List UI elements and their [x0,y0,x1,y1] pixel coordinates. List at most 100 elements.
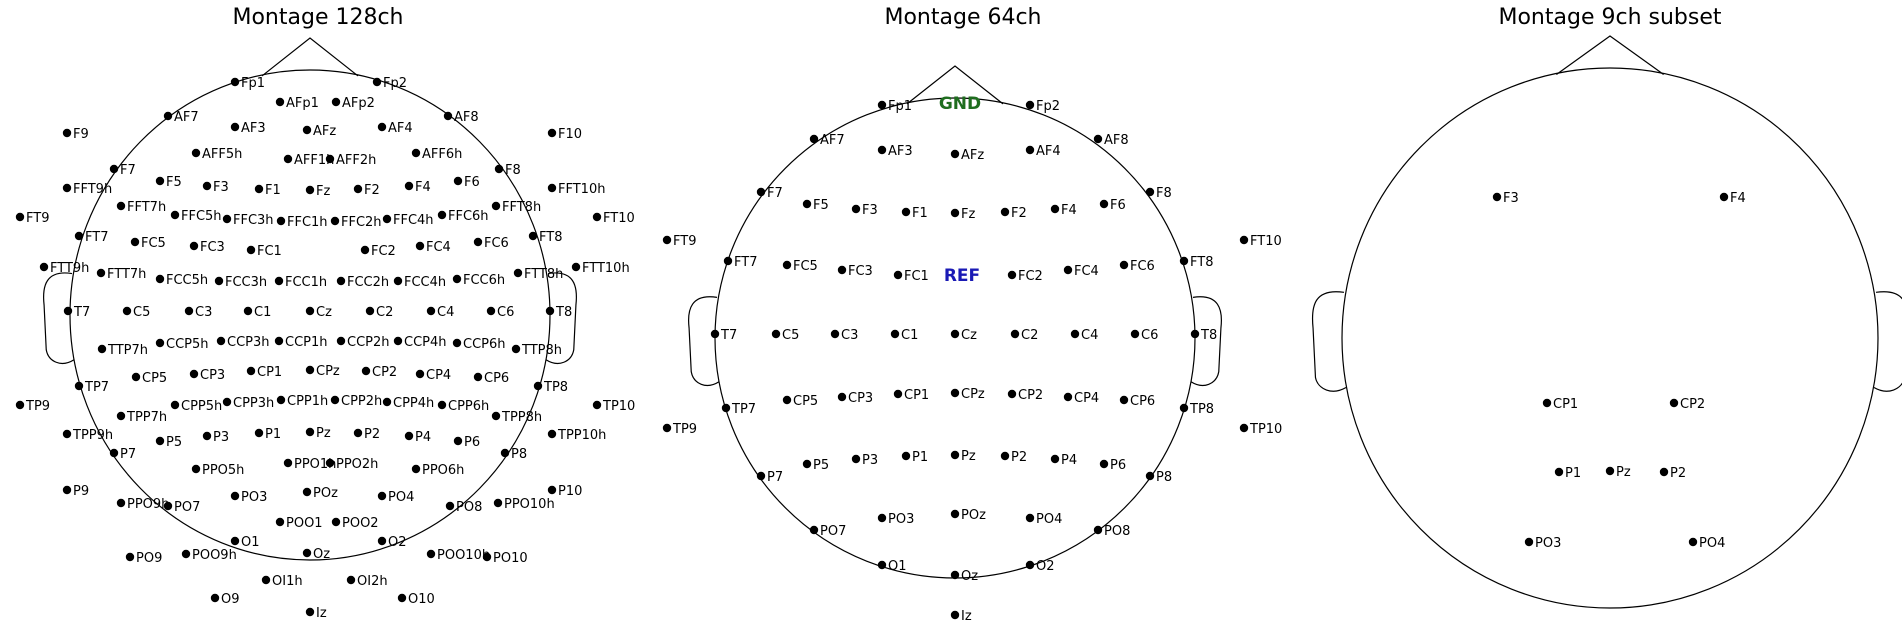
electrode-dot [877,513,887,523]
electrode-label: PO3 [888,512,914,527]
electrode-dot [721,403,731,413]
electrode-label: Fz [961,207,975,222]
electrode-label: F3 [862,203,878,218]
electrode-dot [1099,459,1109,469]
electrode-label: FFC5h [181,209,222,224]
electrode-dot [202,431,212,441]
electrode-dot [452,274,462,284]
electrode-label: PO7 [174,500,200,515]
electrode-label: F10 [558,127,582,142]
electrode-label: TTP7h [107,343,148,358]
electrode-dot [39,262,49,272]
electrode-label: PO4 [1699,536,1725,551]
electrode-dot [230,77,240,87]
electrode-dot [1605,466,1615,476]
electrode-dot [330,216,340,226]
electrode-dot [1239,235,1249,245]
electrode-label: T7 [720,328,737,343]
electrode-dot [377,122,387,132]
electrode-label: O1 [241,535,260,550]
electrode-label: PPO10h [504,497,555,512]
electrode-label: CCP1h [285,335,328,350]
electrode-dot [274,336,284,346]
electrode-dot [365,306,375,316]
electrode-dot [1025,560,1035,570]
electrode-label: FCC1h [285,275,327,290]
electrode-dot [130,237,140,247]
electrode-label: CCP6h [463,337,506,352]
electrode-label: CCP2h [347,335,390,350]
electrode-label: Fp2 [383,76,407,91]
electrode-dot [893,389,903,399]
electrode-label: C5 [133,305,150,320]
electrode-dot [662,423,672,433]
electrode-dot [756,471,766,481]
electrode-dot [453,436,463,446]
electrode-label: P3 [862,453,878,468]
electrode-label: FC4 [426,240,451,255]
electrode-label: C3 [195,305,212,320]
electrode-label: FC6 [1130,259,1155,274]
electrode-dot [453,176,463,186]
electrode-label: P7 [767,470,783,485]
nose [906,65,1004,105]
electrode-label: T7 [73,305,90,320]
electrode-dot [547,183,557,193]
electrode-label: P1 [1565,466,1581,481]
electrode-label: CCP4h [404,335,447,350]
electrode-dot [1688,537,1698,547]
electrode-dot [950,570,960,580]
electrode-dot [662,235,672,245]
electrode-label: FFT7h [127,200,166,215]
electrode-dot [393,276,403,286]
electrode-label: FFT10h [558,182,605,197]
electrode-dot [109,448,119,458]
electrode-dot [452,338,462,348]
electrode-dot [710,329,720,339]
electrode-dot [181,549,191,559]
electrode-label: TPP8h [501,410,542,425]
electrode-label: Oz [313,547,330,562]
electrode-dot [330,395,340,405]
reference-marker-label: GND [939,94,981,114]
electrode-dot [901,207,911,217]
electrode-dot [305,185,315,195]
electrode-dot [189,369,199,379]
electrode-label: PO8 [456,500,482,515]
electrode-dot [426,549,436,559]
electrode-label: AFp1 [286,96,319,111]
electrode-dot [1542,398,1552,408]
electrode-dot [305,365,315,375]
left-ear [1311,291,1347,392]
electrode-label: CPP3h [233,396,274,411]
electrode-dot [305,306,315,316]
electrode-dot [890,329,900,339]
electrode-dot [210,593,220,603]
electrode-label: F7 [767,186,783,201]
electrode-label: FCC3h [225,275,267,290]
electrode-dot [426,306,436,316]
electrode-dot [202,181,212,191]
electrode-dot [372,77,382,87]
electrode-label: TP9 [672,422,697,437]
panel-title-128: Montage 128ch [232,5,403,30]
electrode-dot [1007,270,1017,280]
electrode-dot [950,388,960,398]
electrode-label: C1 [901,328,918,343]
electrode-label: F4 [1061,203,1077,218]
right-ear [1873,291,1902,392]
electrode-dot [1063,265,1073,275]
electrode-label: FC2 [1018,269,1043,284]
electrode-dot [1179,256,1189,266]
electrode-label: PO3 [241,490,267,505]
head-outline [1341,67,1879,609]
electrode-dot [1050,454,1060,464]
electrode-label: TP8 [1189,402,1214,417]
electrode-label: AFF6h [422,147,462,162]
electrode-dot [116,201,126,211]
electrode-label: CPP2h [341,394,382,409]
electrode-dot [950,329,960,339]
electrode-dot [1000,451,1010,461]
electrode-dot [473,237,483,247]
